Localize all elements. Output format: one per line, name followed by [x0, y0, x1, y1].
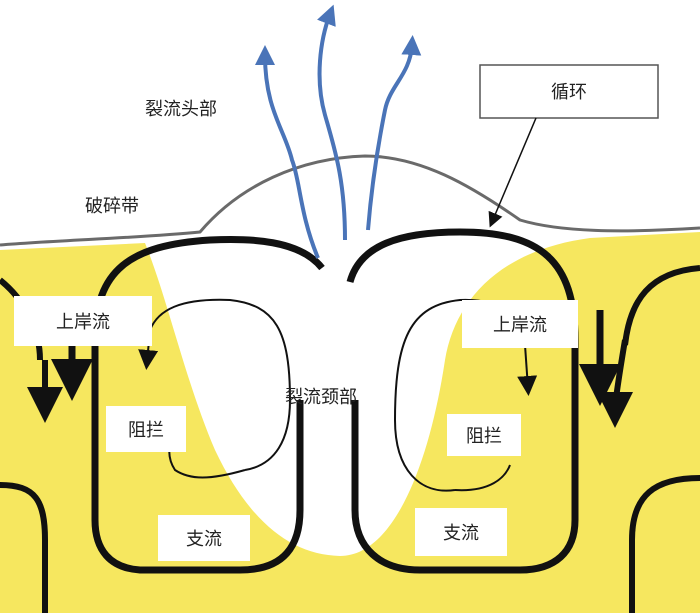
circulation-pointer [488, 117, 537, 228]
outer-loop-left-bottom [0, 482, 48, 613]
breaker-zone-line [0, 154, 700, 247]
inner-loop-right-lower [454, 464, 511, 492]
branch-label-box-left [158, 515, 250, 561]
block-label-box-right [447, 414, 521, 456]
rip-head-label: 裂流头部 [145, 99, 217, 120]
breaker-zone-label: 破碎带 [85, 196, 139, 217]
feeder-label-left: 上岸流 [56, 312, 110, 333]
branch-label-left: 支流 [186, 529, 222, 550]
branch-label-box-right [415, 508, 507, 556]
circulation-arrow-outer-right-down [597, 339, 634, 428]
circulation-label: 循环 [551, 82, 587, 103]
rip-current-arrow-left [255, 45, 320, 259]
feeder-label-box-right [462, 300, 578, 348]
circulation-label-box [479, 64, 659, 119]
branch-label-right: 支流 [443, 523, 479, 544]
block-label-right: 阻拦 [466, 426, 502, 447]
rip-neck-label: 裂流颈部 [285, 387, 357, 408]
outer-loop-right-edge [622, 265, 700, 346]
rip-current-arrow-right [366, 35, 422, 231]
inner-loop-left [138, 298, 292, 471]
feeder-label-right: 上岸流 [493, 315, 547, 336]
feeder-label-box-left [14, 296, 152, 346]
outer-loop-right-bottom [629, 475, 700, 613]
block-label-box-left [106, 406, 186, 452]
rip-current-arrow-center [317, 4, 347, 241]
block-label-left: 阻拦 [128, 420, 164, 441]
